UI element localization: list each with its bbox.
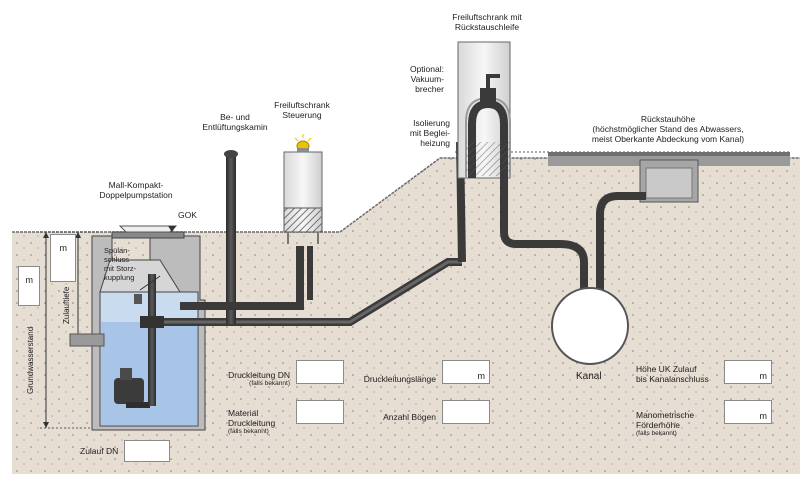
inlet-pipe [69, 333, 105, 347]
label-grundwasserstand: Grundwasserstand [26, 326, 35, 394]
label-vakuumbrecher: Optional: Vakuum- brecher [409, 64, 444, 94]
label-spuelanschluss: Spülan- schluss mit Storz- kupplung [104, 246, 137, 282]
label-freiluft-steuerung: Freiluftschrank Steuerung [274, 100, 330, 120]
label-station: Mall-Kompakt- Doppelpumpstation [99, 180, 173, 200]
material-label: Material Druckleitung(falls bekannt) [228, 408, 276, 435]
zulauf-dn-label: Zulauf DN [80, 446, 119, 456]
druckleitungslaenge-label: Druckleitungslänge [363, 374, 436, 384]
warning-beacon-icon [294, 134, 312, 152]
label-zulauftiefe: Zulauftiefe [62, 286, 71, 324]
anzahl-boegen-label: Anzahl Bögen [383, 412, 436, 422]
anzahl-boegen-field[interactable] [442, 400, 490, 424]
label-kanal: Kanal [576, 371, 602, 382]
label-isolierung: Isolierung mit Beglei- heizung [409, 118, 450, 148]
outflow-pipe [500, 172, 588, 300]
druckleitung-dn-label: Druckleitung DN(falls bekannt) [228, 370, 290, 387]
label-rueckstauhoehe: Rückstauhöhe (höchstmöglicher Stand des … [591, 114, 745, 144]
riser-pipe [148, 274, 156, 406]
station-cover [111, 231, 185, 239]
zulauftiefe-field[interactable]: m [50, 234, 76, 282]
label-be-entlueftung: Be- und Entlüftungskamin [202, 112, 268, 132]
backflow-cabinet [457, 41, 511, 179]
vent-chimney [226, 154, 236, 324]
manometrisch-field[interactable]: m [724, 400, 772, 424]
hoehe-uk-field[interactable]: m [724, 360, 772, 384]
gok-marker-icon [168, 226, 176, 232]
label-freiluft-rueckstau: Freiluftschrank mit Rückstauschleife [452, 12, 522, 32]
druckleitungslaenge-field[interactable]: m [442, 360, 490, 384]
label-gok: GOK [178, 210, 197, 220]
zulauf-dn-field[interactable] [124, 440, 170, 462]
pump-icon [114, 368, 150, 408]
material-field[interactable] [296, 400, 344, 424]
manometrisch-label: Manometrische Förderhöhe(falls bekannt) [636, 410, 695, 437]
control-cabinet [283, 134, 323, 244]
hoehe-uk-label: Höhe UK Zulauf bis Kanalanschluss [636, 364, 709, 384]
grundwasserstand-field[interactable]: m [18, 266, 40, 306]
druckleitung-dn-field[interactable] [296, 360, 344, 384]
canal [551, 287, 629, 365]
